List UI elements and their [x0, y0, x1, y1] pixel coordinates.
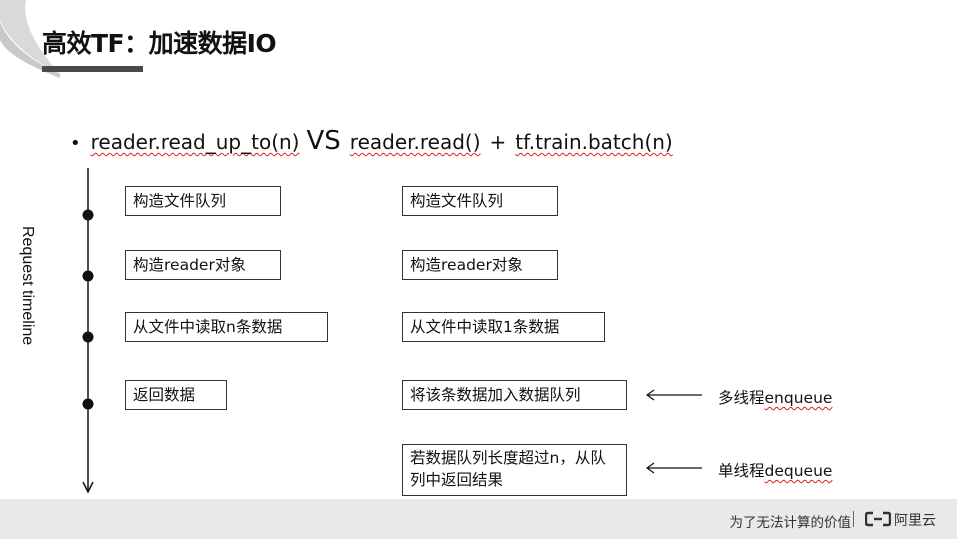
plus-sign: +: [489, 130, 507, 154]
enqueue-term: enqueue: [764, 389, 833, 407]
dequeue-label: 单线程dequeue: [718, 459, 832, 481]
timeline-dot: [82, 331, 94, 343]
enqueue-label: 多线程enqueue: [718, 386, 832, 408]
vs-label: VS: [306, 126, 341, 156]
title-underline: [42, 66, 143, 72]
right-step-box: 将该条数据加入数据队列: [402, 380, 627, 410]
left-step-box: 构造reader对象: [125, 250, 281, 280]
aliyun-logo-icon: [865, 511, 891, 527]
footer-bar: 为了无法计算的价值 阿里云: [0, 499, 957, 539]
dequeue-arrow-icon: [645, 462, 702, 474]
corner-decoration: [0, 0, 60, 78]
right-step-box: 从文件中读取1条数据: [402, 312, 605, 342]
slide-title: 高效TF：加速数据IO: [42, 29, 277, 58]
footer-brand: 阿里云: [894, 513, 936, 529]
bullet-dot-icon: •: [70, 133, 81, 154]
timeline-label: Request timeline: [19, 226, 36, 346]
dequeue-prefix: 单线程: [718, 462, 765, 480]
enqueue-arrow-icon: [645, 389, 702, 401]
dequeue-term: dequeue: [764, 462, 833, 480]
comparison-bullet: • reader.read_up_to(n) VS reader.read() …: [70, 126, 673, 160]
timeline-axis: [82, 168, 94, 494]
read-up-to-code: reader.read_up_to(n): [90, 130, 300, 154]
timeline-dot: [82, 270, 94, 282]
footer-divider: [853, 511, 854, 527]
train-batch-code: tf.train.batch(n): [515, 130, 673, 154]
right-step-box: 若数据队列长度超过n，从队列中返回结果: [402, 444, 627, 496]
right-step-box: 构造文件队列: [402, 186, 558, 216]
enqueue-prefix: 多线程: [718, 389, 765, 407]
timeline-dot: [82, 398, 94, 410]
timeline-dot: [82, 209, 94, 221]
footer-slogan: 为了无法计算的价值: [729, 515, 852, 531]
reader-read-code: reader.read(): [349, 130, 481, 154]
left-step-box: 返回数据: [125, 380, 227, 410]
right-step-box: 构造reader对象: [402, 250, 558, 280]
left-step-box: 从文件中读取n条数据: [125, 312, 328, 342]
left-step-box: 构造文件队列: [125, 186, 281, 216]
